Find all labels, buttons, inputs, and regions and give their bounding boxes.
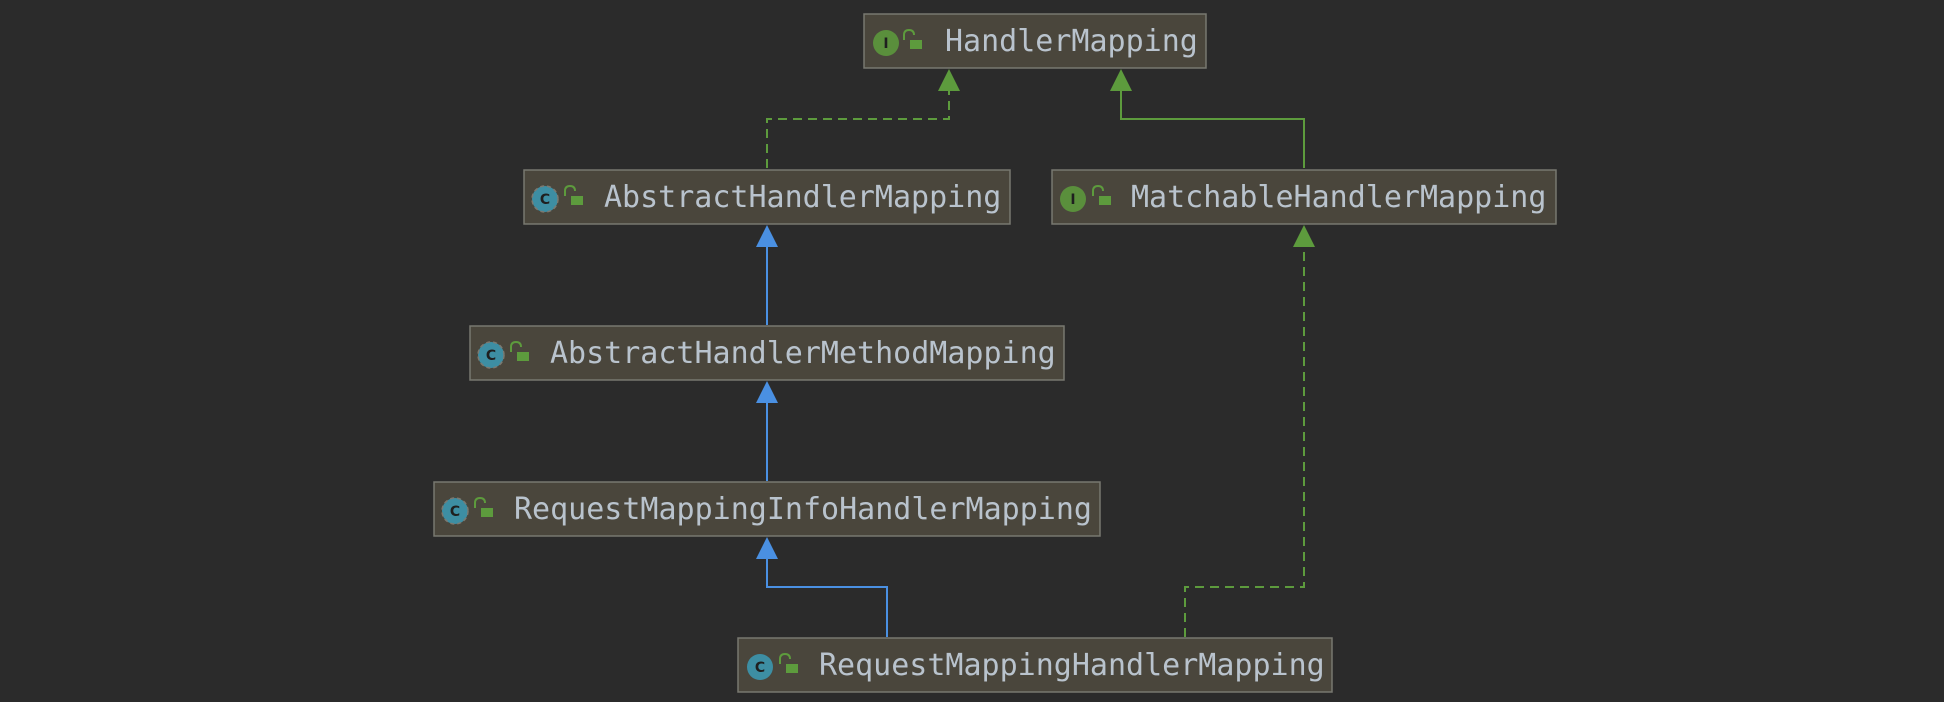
svg-text:C: C [755,660,765,676]
unlocked-icon [474,496,493,517]
node-handler-mapping[interactable]: I HandlerMapping [863,13,1207,69]
arrowhead-extends [756,537,778,559]
node-label: MatchableHandlerMapping [1131,180,1546,215]
node-abstract-handler-mapping[interactable]: C AbstractHandlerMapping [523,169,1011,225]
edge-request-mapping-handler-mapping-extends-request-mapping-info-handler-mapping [766,558,888,637]
unlocked-icon [779,652,798,673]
abstract-class-icon: C [477,341,505,369]
node-request-mapping-info-handler-mapping[interactable]: C RequestMappingInfoHandlerMapping [433,481,1101,537]
node-label: RequestMappingHandlerMapping [819,648,1325,683]
edges [756,69,1315,637]
abstract-class-icon: C [531,185,559,213]
interface-icon: I [873,30,899,56]
node-request-mapping-handler-mapping[interactable]: C RequestMappingHandlerMapping [737,637,1333,693]
svg-text:I: I [1070,192,1075,208]
interface-icon: I [1060,186,1086,212]
node-label: HandlerMapping [945,24,1198,59]
edge-abstract-handler-mapping-implements-handler-mapping [766,90,950,168]
edge-request-mapping-handler-mapping-implements-matchable-handler-mapping [1184,246,1305,637]
svg-text:C: C [450,504,460,520]
edge-matchable-handler-mapping-extends-handler-mapping [1120,90,1305,168]
arrowhead-extends [756,381,778,403]
svg-text:I: I [883,36,888,52]
arrowhead-implements [938,69,960,91]
node-abstract-handler-method-mapping[interactable]: C AbstractHandlerMethodMapping [469,325,1065,381]
node-matchable-handler-mapping[interactable]: I MatchableHandlerMapping [1051,169,1557,225]
nodes: I HandlerMapping C AbstractHandlerMappin… [433,13,1557,693]
node-label: RequestMappingInfoHandlerMapping [514,492,1092,527]
unlocked-icon [564,184,583,205]
unlocked-icon [1092,184,1111,205]
arrowhead-implements [1293,225,1315,247]
arrowhead-extends [756,225,778,247]
unlocked-icon [510,340,529,361]
unlocked-icon [903,28,922,49]
arrowhead-extends-interface [1110,69,1132,91]
node-label: AbstractHandlerMethodMapping [550,336,1056,371]
class-icon: C [747,654,773,680]
abstract-class-icon: C [441,497,469,525]
node-label: AbstractHandlerMapping [604,180,1001,215]
svg-text:C: C [486,348,496,364]
svg-text:C: C [540,192,550,208]
